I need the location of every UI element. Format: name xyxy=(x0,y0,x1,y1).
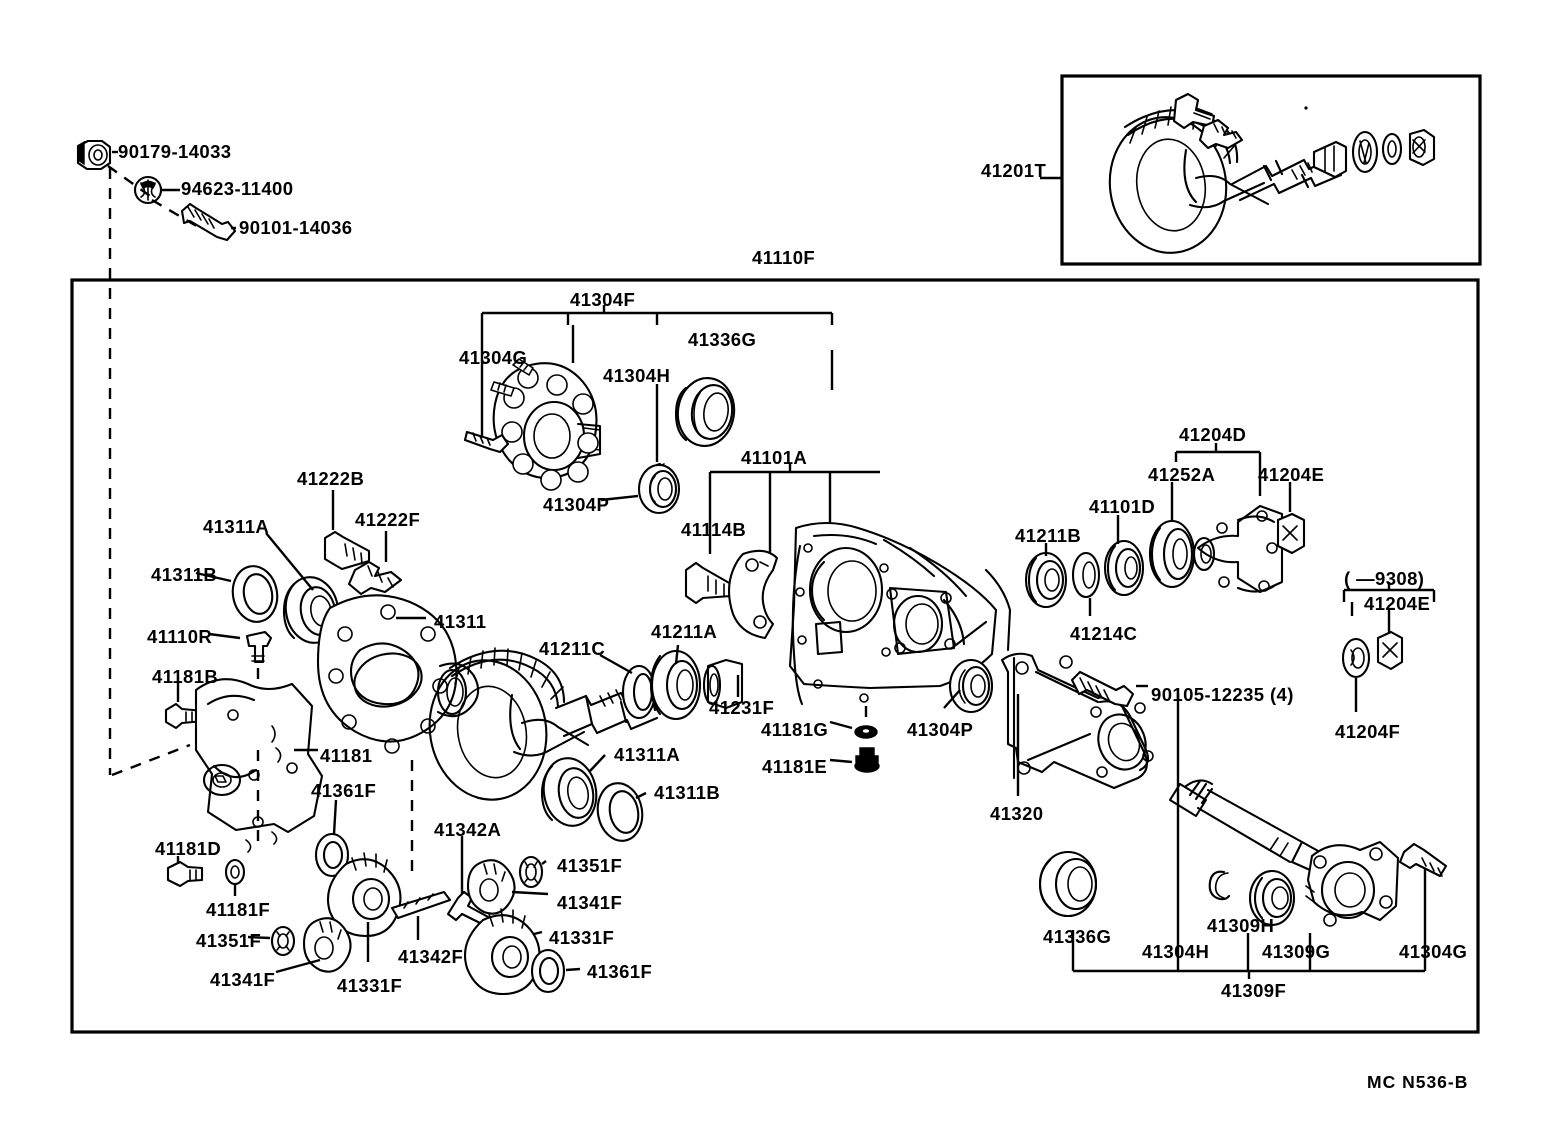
right-flange-group xyxy=(1024,443,1306,616)
differential-case-41311 xyxy=(316,594,480,880)
label-41342F: 41342F xyxy=(398,946,464,967)
label-90105-12235: 90105-12235 (4) xyxy=(1151,684,1294,705)
label-41252A: 41252A xyxy=(1148,464,1216,485)
label-41181G: 41181G xyxy=(761,719,829,740)
label-41181E: 41181E xyxy=(762,756,828,777)
label-41304H-bottom: 41304H xyxy=(1142,941,1210,962)
label-41101A: 41101A xyxy=(741,447,808,468)
label-41211A: 41211A xyxy=(651,621,718,642)
label-94623-11400: 94623-11400 xyxy=(181,178,294,199)
label-41351F-center: 41351F xyxy=(557,855,623,876)
label-41114B: 41114B xyxy=(681,519,747,540)
label-41320: 41320 xyxy=(990,803,1044,824)
label-41336G-bottom: 41336G xyxy=(1043,926,1112,947)
label-41304G-bottom: 41304G xyxy=(1399,941,1468,962)
label-41341F-center: 41341F xyxy=(557,892,623,913)
label-41101D: 41101D xyxy=(1089,496,1156,517)
intermediate-shaft-41309F xyxy=(1038,693,1448,979)
label-41341F-left: 41341F xyxy=(210,969,276,990)
label-41309H: 41309H xyxy=(1207,915,1275,936)
label-41336G: 41336G xyxy=(688,329,757,350)
label-41331F-left: 41331F xyxy=(337,975,403,996)
label-41361F-center: 41361F xyxy=(587,961,653,982)
pinion-bearings xyxy=(540,644,744,842)
label-41204F: 41204F xyxy=(1335,721,1401,742)
axle-tube-41320 xyxy=(1000,652,1154,796)
label-41231F: 41231F xyxy=(709,697,775,718)
date-note-box xyxy=(1341,582,1436,712)
label-41331F-center: 41331F xyxy=(549,927,615,948)
label-41304F: 41304F xyxy=(570,289,636,310)
label-41304P-right: 41304P xyxy=(907,719,974,740)
label-41201T: 41201T xyxy=(981,160,1047,181)
label-41351F-left: 41351F xyxy=(196,930,262,951)
label-41311A-center: 41311A xyxy=(614,744,681,765)
label-41311A-left: 41311A xyxy=(203,516,270,537)
label-41181B: 41181B xyxy=(152,666,219,687)
sheet-code: MC N536-B xyxy=(1367,1072,1469,1092)
bottom-left-gears xyxy=(247,799,492,974)
label-90101-14036: 90101-14036 xyxy=(239,217,353,238)
label-41204E-note: 41204E xyxy=(1364,593,1431,614)
bottom-center-gears xyxy=(463,855,581,996)
label-41342A: 41342A xyxy=(434,819,502,840)
ring-gear-pinion xyxy=(428,647,659,801)
label-41304P-top: 41304P xyxy=(543,494,610,515)
carrier-cover-41181 xyxy=(166,678,324,896)
label-41309F: 41309F xyxy=(1221,980,1287,1001)
main-frame xyxy=(70,278,1480,1034)
label-41181F: 41181F xyxy=(206,899,271,920)
label-41211B: 41211B xyxy=(1015,525,1082,546)
lock-plate-group xyxy=(323,490,403,596)
label-90179-14033: 90179-14033 xyxy=(118,141,232,162)
label-41204E-main: 41204E xyxy=(1258,464,1325,485)
label-41222F: 41222F xyxy=(355,509,421,530)
label-41204D: 41204D xyxy=(1179,424,1247,445)
label-41181: 41181 xyxy=(320,745,373,766)
inset-box xyxy=(1060,74,1482,266)
label-date-note: ( —9308) xyxy=(1344,568,1425,589)
label-41181D: 41181D xyxy=(155,838,222,859)
inset-ring-gear xyxy=(1108,92,1436,254)
label-41222B: 41222B xyxy=(297,468,365,489)
label-41211C: 41211C xyxy=(539,638,606,659)
retainer-assembly-41304F xyxy=(463,358,736,515)
label-41311: 41311 xyxy=(434,611,487,632)
label-41311B-center: 41311B xyxy=(654,782,721,803)
label-41309G: 41309G xyxy=(1262,941,1331,962)
carrier-housing-41101A xyxy=(684,463,1012,773)
label-41304H: 41304H xyxy=(603,365,671,386)
label-41110F: 41110F xyxy=(752,247,816,268)
label-41214C: 41214C xyxy=(1070,623,1138,644)
top-left-fasteners xyxy=(76,139,237,777)
label-41304G: 41304G xyxy=(459,347,528,368)
bracket-41304F xyxy=(480,305,834,462)
label-41311B-left: 41311B xyxy=(151,564,218,585)
label-41110R: 41110R xyxy=(147,626,213,647)
label-41361F-left: 41361F xyxy=(311,780,377,801)
